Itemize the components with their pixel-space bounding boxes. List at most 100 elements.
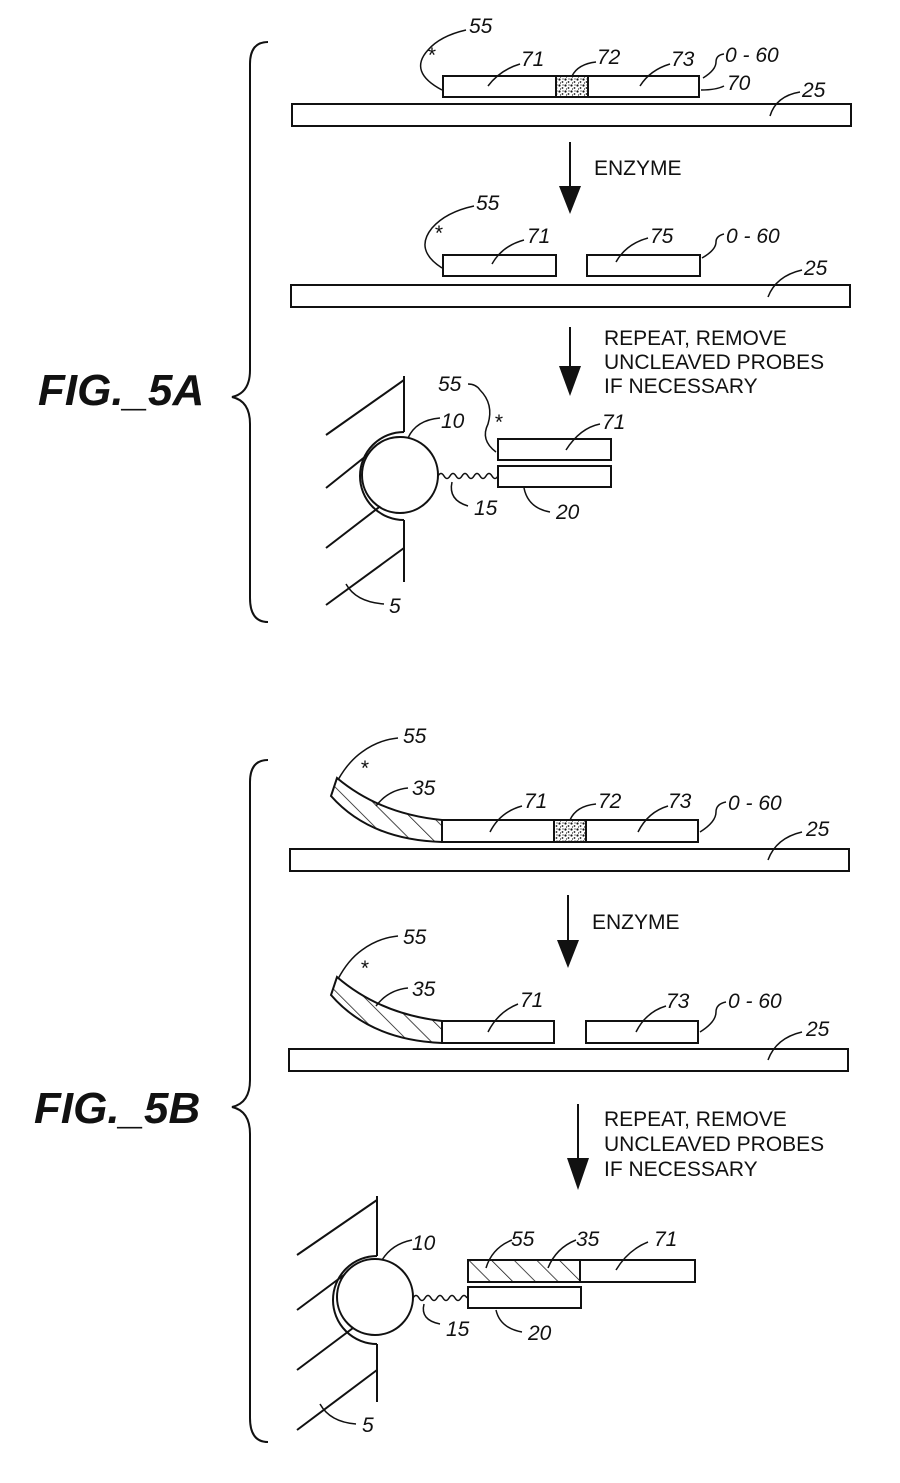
label-35: 35	[576, 1228, 600, 1251]
step2-5b: * 55 35 71 73 0 - 60 25	[288, 926, 849, 1072]
bead-10	[336, 1258, 414, 1336]
label-35: 35	[412, 777, 436, 800]
repeat-text-line3: IF NECESSARY	[604, 1158, 758, 1181]
well-cavity	[359, 431, 405, 521]
capture-probe-20	[467, 1286, 582, 1309]
hatch-line	[325, 547, 405, 606]
leader-73	[635, 1005, 667, 1033]
label-0-60: 0 - 60	[725, 44, 779, 67]
label-star: *	[360, 957, 369, 980]
hatch-line	[325, 379, 405, 436]
leader-71	[489, 805, 523, 833]
leader-20	[523, 487, 551, 513]
label-71: 71	[524, 790, 547, 813]
leader-55	[424, 205, 475, 269]
label-0-60: 0 - 60	[726, 225, 780, 248]
leader-060	[702, 53, 725, 79]
label-20: 20	[527, 1322, 552, 1345]
hatch-line	[296, 1199, 378, 1256]
leader-71	[615, 1241, 649, 1271]
label-star: *	[427, 44, 436, 67]
substrate-25	[290, 284, 851, 308]
fragment-71	[441, 1020, 555, 1044]
leader-25	[767, 1031, 803, 1061]
repeat-text-line1: REPEAT, REMOVE	[604, 1108, 787, 1131]
label-55: 55	[469, 15, 493, 38]
leader-10	[381, 1239, 413, 1261]
label-73: 73	[668, 790, 692, 813]
leader-55	[419, 29, 467, 91]
tail-35	[467, 1259, 581, 1283]
arrow-head	[559, 366, 581, 396]
leader-73	[639, 63, 671, 87]
fragment-71	[579, 1259, 696, 1283]
label-0-60: 0 - 60	[728, 990, 782, 1013]
label-20: 20	[555, 501, 580, 524]
label-star: *	[360, 757, 369, 780]
substrate-25	[289, 848, 850, 872]
step3-5b: 10 55 35 71 15 20 5	[296, 1196, 696, 1437]
leader-15	[422, 1303, 441, 1325]
repeat-text-line2: UNCLEAVED PROBES	[604, 1133, 824, 1156]
brace-5b	[231, 759, 269, 1443]
cleavage-site-72	[553, 819, 587, 843]
leader-10	[407, 417, 441, 439]
leader-55	[337, 935, 399, 980]
label-35: 35	[412, 978, 436, 1001]
well-cavity	[332, 1255, 378, 1345]
leader-25	[767, 831, 803, 861]
leader-72	[571, 61, 597, 77]
label-5: 5	[389, 595, 401, 618]
leader-20	[495, 1309, 523, 1333]
label-72: 72	[598, 790, 622, 813]
leader-25	[769, 91, 801, 117]
leader-71	[487, 63, 521, 87]
hatch-line	[296, 1271, 349, 1311]
label-55: 55	[403, 725, 427, 748]
fragment-71	[497, 438, 612, 461]
leader-55	[467, 383, 497, 453]
substrate-25	[291, 103, 852, 127]
hatch-line	[296, 1369, 378, 1431]
leader-5	[319, 1403, 357, 1425]
leader-5	[345, 583, 385, 605]
leader-060	[699, 1001, 727, 1033]
fragment-75	[586, 254, 701, 277]
repeat-text-line3: IF NECESSARY	[604, 375, 758, 398]
label-star: *	[434, 222, 443, 245]
figure-5a: FIG._5A * 55 71 72 73 0 - 60 70 25 ENZYM…	[38, 15, 852, 623]
enzyme-text: ENZYME	[592, 911, 680, 934]
label-70: 70	[727, 72, 751, 95]
fragment-71	[442, 254, 557, 277]
leader-25	[767, 269, 803, 298]
leader-70	[700, 85, 725, 91]
label-71: 71	[520, 989, 543, 1012]
linker-15	[437, 472, 499, 480]
label-55: 55	[438, 373, 462, 396]
label-72: 72	[597, 46, 621, 69]
leader-71	[565, 423, 601, 451]
label-10: 10	[441, 410, 465, 433]
leader-71	[491, 239, 525, 265]
leader-35	[375, 987, 409, 1007]
repeat-text-line2: UNCLEAVED PROBES	[604, 351, 824, 374]
figure-label-5a: FIG._5A	[38, 366, 204, 415]
label-15: 15	[474, 497, 498, 520]
label-5: 5	[362, 1414, 374, 1437]
leader-55	[485, 1239, 513, 1269]
step2-5a: * 55 71 75 0 - 60 25	[290, 192, 851, 308]
label-71: 71	[602, 411, 625, 434]
label-15: 15	[446, 1318, 470, 1341]
label-71: 71	[654, 1228, 677, 1251]
label-55: 55	[403, 926, 427, 949]
label-75: 75	[650, 225, 674, 248]
step1-5b: * 55 35 71 72 73 0 - 60 25	[289, 725, 850, 872]
label-star: *	[494, 411, 503, 434]
label-25: 25	[805, 1018, 830, 1041]
label-55: 55	[476, 192, 500, 215]
arrow-head	[559, 186, 581, 214]
leader-35	[547, 1239, 577, 1269]
figure-5b: FIG._5B * 55 35 71 72 73 0 - 60 25 ENZY	[34, 725, 850, 1443]
leader-75	[615, 237, 649, 263]
